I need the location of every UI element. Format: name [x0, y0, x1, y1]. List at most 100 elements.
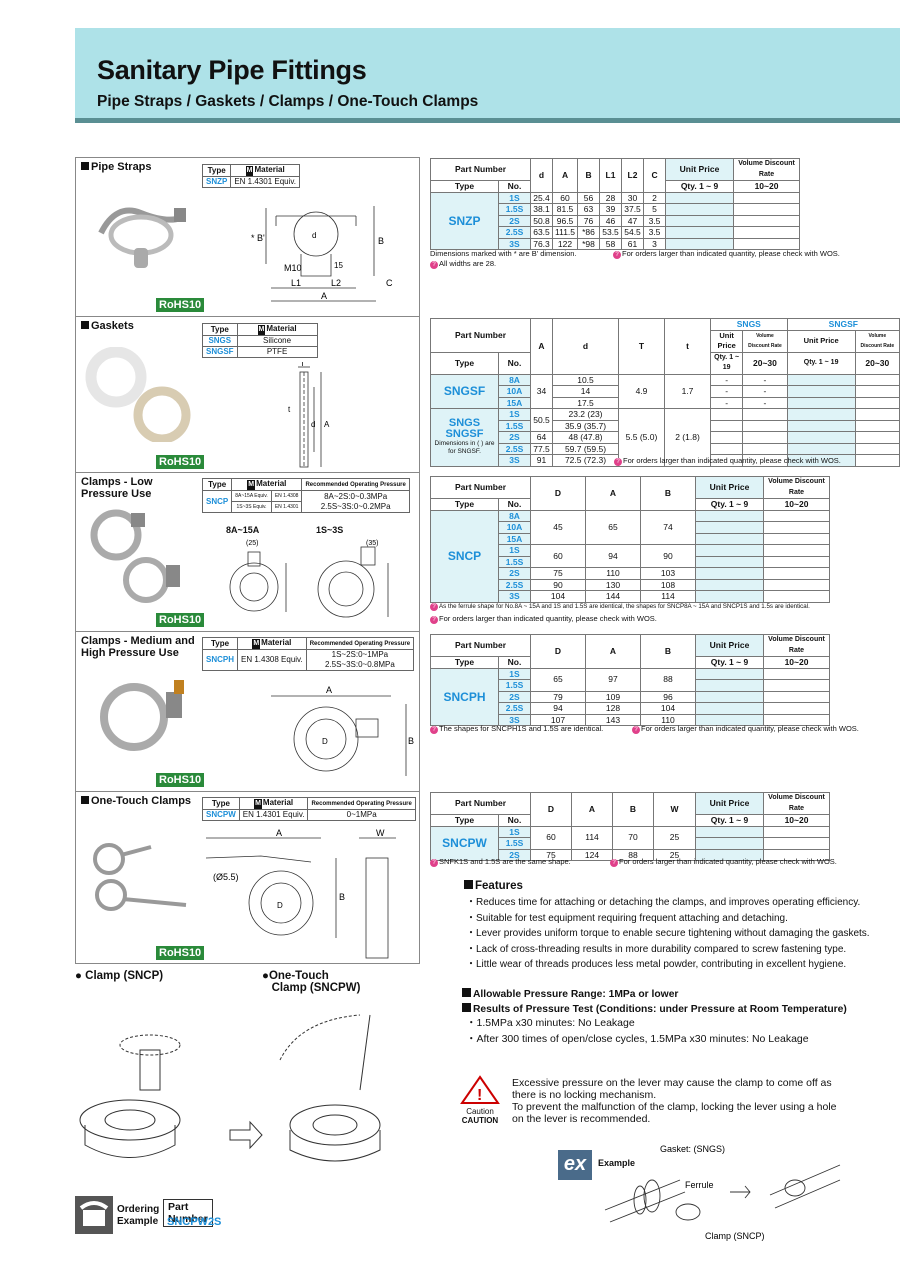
gaskets-title: Gaskets [81, 320, 134, 332]
example-drawing: Gasket: (SNGS) Ferrule Clamp (SNCP) [604, 1144, 841, 1241]
one-touch-illustration-label: ●One-Touch Clamp (SNCPW) [262, 970, 361, 994]
example-label: Example [598, 1158, 636, 1168]
phone-icon [75, 1196, 113, 1234]
list-item: ・Reduces time for attaching or detaching… [466, 897, 861, 908]
one-touch-note-2: ?For orders larger than indicated quanti… [610, 857, 837, 867]
svg-text:d: d [312, 231, 316, 240]
info-icon: ? [430, 726, 438, 734]
info-icon: ? [430, 616, 438, 624]
clamp-illustration [79, 1014, 381, 1162]
example-badge: ex [558, 1150, 592, 1180]
svg-text:T: T [300, 362, 305, 368]
list-item: ・Lack of cross-threading results in more… [466, 943, 847, 955]
low-clamp-drawing: (25) (35) [229, 540, 389, 618]
clamps-high-note-1: ?The shapes for SNCPH1S and 1.5S are ide… [430, 724, 603, 734]
high-clamp-drawing: A B D [271, 685, 414, 776]
svg-text:(Ø5.5): (Ø5.5) [213, 872, 239, 882]
gaskets-note: ?For orders larger than indicated quanti… [614, 456, 841, 466]
gaskets-table: Part Number A d T t SNGS SNGSF Unit Pric… [430, 318, 900, 467]
pipe-strap-photo [98, 207, 186, 268]
pipe-straps-title: Pipe Straps [81, 161, 152, 173]
pipe-straps-note-1: Dimensions marked with * are B' dimensio… [430, 249, 577, 258]
features-title: Features [464, 880, 523, 892]
svg-text:L1: L1 [291, 278, 301, 288]
low-clamp-photo [90, 509, 180, 603]
info-icon: ? [632, 726, 640, 734]
info-icon: ? [614, 458, 622, 466]
clamps-low-note-1: ?As the ferrule shape for No.8A ~ 15A an… [430, 603, 810, 611]
gasket-drawing: T t d A [288, 362, 330, 468]
header-banner [75, 28, 900, 119]
caution-block: ! Caution CAUTION [460, 1075, 500, 1125]
svg-text:(25): (25) [246, 540, 258, 547]
svg-text:A: A [326, 685, 332, 695]
features-list: ・Reduces time for attaching or detaching… [466, 895, 870, 973]
rohs-badge: RoHS10 [156, 773, 205, 787]
svg-text:B: B [339, 892, 345, 902]
pipe-strap-drawing: * B' B d M10 15 L1 L2 A C [251, 206, 393, 302]
pipe-straps-note-3: ?All widths are 28. [430, 259, 496, 269]
svg-text:W: W [376, 828, 385, 838]
clamp-illustration-label: ● Clamp (SNCP) [75, 970, 164, 982]
info-icon: ? [430, 603, 438, 611]
svg-text:Gasket: (SNGS): Gasket: (SNGS) [660, 1144, 725, 1154]
list-item: ・Little wear of threads produces less me… [466, 959, 847, 970]
test-list: ・1.5MPa x30 minutes: No Leakage ・After 3… [466, 1016, 809, 1047]
svg-text:A: A [324, 420, 330, 429]
header-stripe [75, 118, 900, 123]
svg-text:D: D [277, 901, 283, 910]
svg-text:* B': * B' [251, 233, 265, 243]
rohs-badge: RoHS10 [156, 946, 205, 960]
list-item: ・After 300 times of open/close cycles, 1… [466, 1032, 809, 1045]
svg-text:Ferrule: Ferrule [685, 1180, 714, 1190]
clamps-low-note-2: ?For orders larger than indicated quanti… [430, 614, 657, 624]
pipe-straps-table: Part Number d A B L1 L2 C Unit Price Vol… [430, 158, 801, 250]
draw-label-a: 8A~15A [226, 525, 260, 535]
svg-text:(35): (35) [366, 540, 378, 547]
clamps-high-title: Clamps - Medium and High Pressure Use [81, 635, 195, 659]
info-icon: ? [430, 261, 438, 269]
svg-text:t: t [288, 405, 291, 414]
svg-text:15: 15 [334, 261, 343, 270]
caution-text: Excessive pressure on the lever may caus… [512, 1077, 837, 1125]
one-touch-note-1: ?SNFK1S and 1.5S are the same shape. [430, 857, 571, 867]
pipe-straps-note-2: ?For orders larger than indicated quanti… [613, 249, 840, 259]
list-item: ・Lever provides uniform torque to enable… [466, 928, 870, 939]
page-subtitle: Pipe Straps / Gaskets / Clamps / One-Tou… [97, 93, 479, 110]
svg-text:M10: M10 [284, 263, 302, 273]
svg-text:B: B [408, 736, 414, 746]
list-item: ・Suitable for test equipment requiring f… [466, 912, 788, 924]
svg-text:C: C [386, 278, 393, 288]
svg-text:L2: L2 [331, 278, 341, 288]
high-clamp-photo [100, 680, 184, 751]
svg-text:Clamp (SNCP): Clamp (SNCP) [705, 1231, 765, 1241]
list-item: ・1.5MPa x30 minutes: No Leakage [466, 1017, 635, 1029]
ordering-part-number: SNCPW2S [167, 1216, 222, 1228]
test-title: Results of Pressure Test (Conditions: un… [462, 1003, 847, 1015]
draw-label-b: 1S~3S [316, 525, 344, 535]
svg-text:B: B [378, 236, 384, 246]
svg-text:d: d [311, 420, 315, 429]
svg-text:A: A [276, 828, 282, 838]
page-title: Sanitary Pipe Fittings [97, 55, 367, 85]
svg-text:D: D [322, 737, 328, 746]
gasket-photo [85, 347, 191, 442]
info-icon: ? [613, 251, 621, 259]
one-touch-photo [93, 843, 187, 911]
svg-text:!: ! [477, 1087, 482, 1104]
clamps-low-title: Clamps - Low Pressure Use [81, 476, 153, 500]
clamps-high-note-2: ?For orders larger than indicated quanti… [632, 724, 859, 734]
clamps-high-panel: Clamps - Medium and High Pressure Use Ro… [75, 631, 420, 792]
one-touch-title: One-Touch Clamps [81, 795, 191, 807]
info-icon: ? [430, 859, 438, 867]
rohs-badge: RoHS10 [156, 455, 205, 469]
